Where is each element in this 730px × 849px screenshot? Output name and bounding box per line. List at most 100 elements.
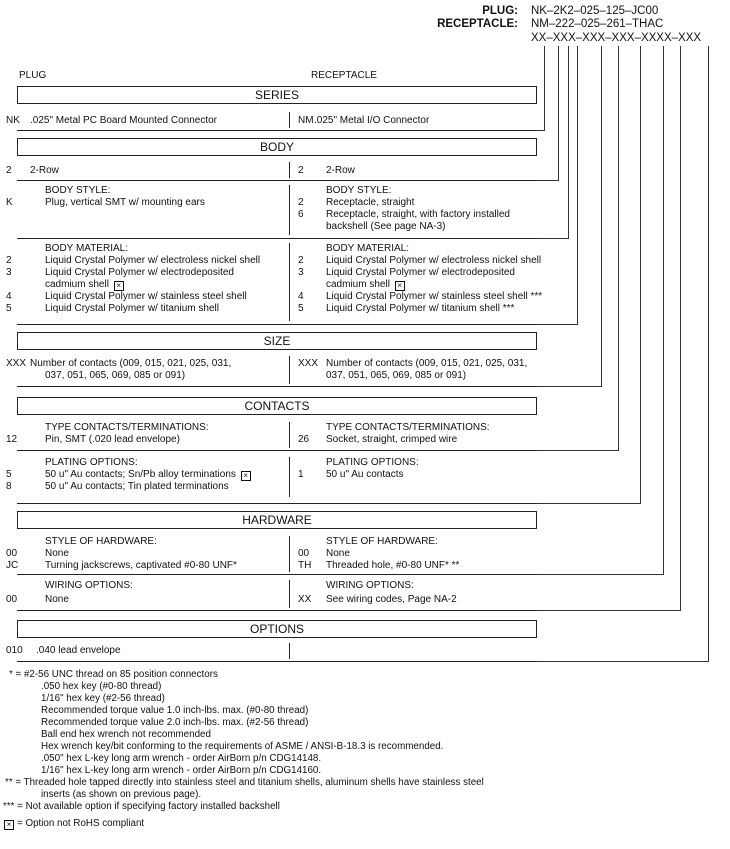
wiring-rec-desc: See wiring codes, Page NA-2 (326, 594, 457, 605)
leader-size-tick (537, 386, 602, 387)
contacts-type-rec-desc: Socket, straight, crimped wire (326, 434, 458, 445)
material-line: Liquid Crystal Polymer w/ electroless ni… (45, 255, 261, 266)
body-row-rec-desc: 2-Row (326, 165, 355, 176)
plating-rec-desc: 50 u" Au contacts (326, 469, 404, 480)
note-line: 1/16" hex key (#2-56 thread) (41, 693, 165, 704)
size-header: SIZE (17, 332, 537, 350)
material-line-cadmium: cadmium shell × (326, 279, 542, 291)
size-plug-line1: Number of contacts (009, 015, 021, 025, … (30, 358, 232, 369)
receptacle-column-head: RECEPTACLE (311, 70, 377, 81)
plating-plug-code-1: 5 (6, 469, 12, 480)
hw-style-plug-code-1: 00 (6, 548, 18, 559)
not-rohs-icon: × (394, 281, 405, 291)
note-line: Hex wrench key/bit conforming to the req… (41, 741, 444, 752)
options-plug-desc: .040 lead envelope (36, 645, 121, 656)
body-style-rec-code-2: 6 (298, 209, 304, 220)
wiring-plug-code: 00 (6, 594, 18, 605)
plug-column-head: PLUG (19, 70, 47, 81)
body-material-plug-lines: Liquid Crystal Polymer w/ electroless ni… (45, 255, 260, 315)
body-style-plug-title: BODY STYLE: (45, 185, 111, 196)
options-header: OPTIONS (17, 620, 537, 638)
material-code: 4 (298, 291, 304, 302)
body-material-rec-title: BODY MATERIAL: (326, 243, 409, 254)
material-line: cadmium shell (326, 279, 390, 290)
hw-style-rec-code-2: TH (298, 560, 312, 571)
note-double-star-line2: inserts (as shown on previous page). (41, 789, 202, 800)
note-single-star-details: .050 hex key (#0-80 thread) 1/16" hex ke… (41, 681, 443, 777)
not-rohs-icon: × (240, 471, 251, 481)
material-line-cadmium: cadmium shell × (45, 279, 260, 291)
options-plug-code: 010 (6, 645, 23, 656)
material-line: Liquid Crystal Polymer w/ stainless stee… (45, 291, 247, 302)
body-material-plug-title: BODY MATERIAL: (45, 243, 128, 254)
leader-body-row (558, 46, 559, 180)
size-plug-line2: 037, 051, 065, 069, 085 or 091) (45, 370, 186, 381)
body-row-plug-desc: 2-Row (30, 165, 59, 176)
body-material-rule (17, 324, 537, 325)
leader-wiring (680, 46, 681, 610)
hw-style-rec-title: STYLE OF HARDWARE: (326, 536, 438, 547)
body-style-plug-desc: Plug, vertical SMT w/ mounting ears (45, 197, 205, 208)
hardware-header: HARDWARE (17, 511, 537, 529)
plating-rec-code: 1 (298, 469, 304, 480)
receptacle-pn-label: RECEPTACLE: (437, 18, 518, 30)
body-row-rec-code: 2 (298, 165, 304, 176)
hw-style-rec-desc-2: Threaded hole, #0-80 UNF* ** (326, 560, 460, 571)
series-rec-desc: .025" Metal I/O Connector (314, 115, 430, 126)
body-material-rec-codes: 2 3 4 5 (298, 255, 304, 315)
series-divider (289, 112, 290, 128)
series-rule (17, 130, 537, 131)
leader-options (708, 46, 709, 661)
material-line: cadmium shell (45, 279, 109, 290)
plating-plug-title: PLATING OPTIONS: (45, 457, 138, 468)
size-rec-line1: Number of contacts (009, 015, 021, 025, … (326, 358, 528, 369)
series-header: SERIES (17, 86, 537, 104)
material-code: 3 (6, 267, 12, 278)
wiring-plug-title: WIRING OPTIONS: (45, 580, 133, 591)
body-style-rec-desc-2b: backshell (See page NA-3) (326, 221, 446, 232)
wiring-rec-code: XX (298, 594, 312, 605)
body-material-rec-lines: Liquid Crystal Polymer w/ electroless ni… (326, 255, 542, 315)
note-rohs: ×= Option not RoHS compliant (4, 818, 144, 830)
size-rule (17, 386, 537, 387)
series-plug-desc: .025" Metal PC Board Mounted Connector (30, 115, 217, 126)
contacts-type-plug-title: TYPE CONTACTS/TERMINATIONS: (45, 422, 209, 433)
plug-pn-value: NK–2K2–025–125–JC00 (531, 5, 659, 17)
leader-plating (640, 46, 641, 503)
plating-plug-desc-1: 50 u" Au contacts; Sn/Pb alloy terminati… (45, 469, 236, 480)
body-header: BODY (17, 138, 537, 156)
material-line: Liquid Crystal Polymer w/ electroless ni… (326, 255, 542, 266)
leader-body-material-tick (537, 324, 578, 325)
body-style-rec-code-1: 2 (298, 197, 304, 208)
wiring-rec-title: WIRING OPTIONS: (326, 580, 414, 591)
body-material-divider (289, 243, 290, 321)
leader-size (601, 46, 602, 386)
leader-body-style (568, 46, 569, 238)
body-material-plug-codes: 2 3 4 5 (6, 255, 12, 315)
contacts-type-plug-desc: Pin, SMT (.020 lead envelope) (45, 434, 180, 445)
contacts-type-rule (17, 450, 537, 451)
hw-style-rec-desc-1: None (326, 548, 350, 559)
contacts-type-rec-code: 26 (298, 434, 310, 445)
pn-template: XX–XXX–XXX–XXX–XXXX–XXX (531, 32, 702, 44)
body-style-rec-desc-2a: Receptacle, straight, with factory insta… (326, 209, 510, 220)
wiring-rule (17, 610, 537, 611)
body-row-rule (17, 180, 537, 181)
hw-style-plug-code-2: JC (6, 560, 19, 571)
wiring-divider (289, 580, 290, 608)
material-code (298, 279, 304, 291)
body-style-rule (17, 238, 537, 239)
note-single-star: * = #2-56 UNC thread on 85 position conn… (9, 669, 218, 680)
plating-plug-line-1: 50 u" Au contacts; Sn/Pb alloy terminati… (45, 469, 251, 481)
series-plug-code: NK (6, 115, 20, 126)
hw-style-divider (289, 536, 290, 572)
body-style-rec-desc-1: Receptacle, straight (326, 197, 415, 208)
options-rule (17, 661, 537, 662)
not-rohs-icon: × (4, 820, 14, 830)
leader-series (544, 46, 545, 130)
hw-style-plug-desc-1: None (45, 548, 69, 559)
size-divider (289, 356, 290, 384)
leader-body-material (577, 46, 578, 324)
note-line: Recommended torque value 2.0 inch-lbs. m… (41, 717, 309, 728)
leader-plating-tick (537, 503, 641, 504)
